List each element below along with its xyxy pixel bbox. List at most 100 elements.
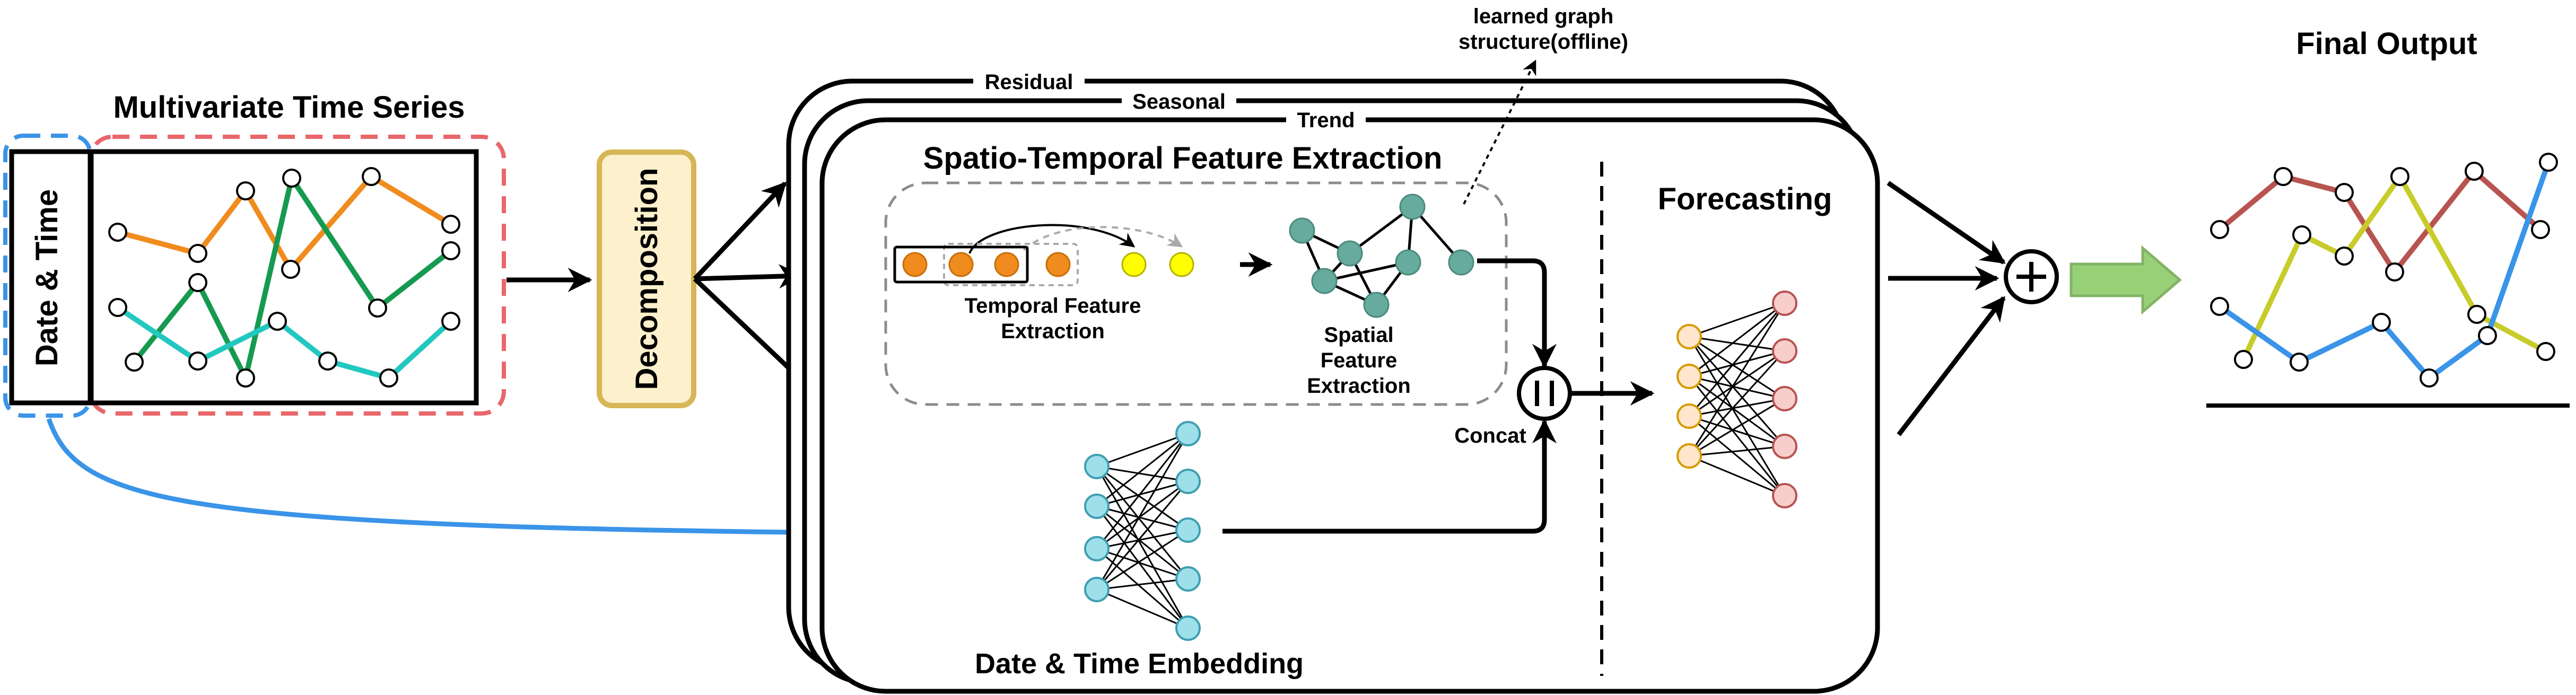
arrow-spatial-to-concat (1477, 258, 1557, 368)
temporal-label-line1: Temporal Feature (965, 294, 1141, 318)
arrow-embedding-to-concat (1222, 419, 1557, 534)
series-point (236, 181, 255, 200)
network-edge (1688, 303, 1786, 417)
series-point (108, 298, 127, 317)
embedding-node (1084, 577, 1110, 602)
network-edge (1096, 465, 1189, 482)
orange-series (117, 173, 452, 274)
temporal-node (1045, 252, 1071, 277)
network-edge (1096, 433, 1189, 507)
temporal-label-line2: Extraction (1001, 320, 1105, 343)
network-edge (1688, 336, 1786, 447)
network-edge (1096, 505, 1189, 531)
output-yellow-series (2241, 171, 2547, 361)
series-point (236, 368, 255, 388)
network-edge (1096, 578, 1189, 591)
output-point (2539, 153, 2558, 172)
network-edge (1689, 375, 1785, 400)
network-edge (1096, 433, 1189, 590)
decomposition-box (597, 149, 696, 408)
series-point (282, 169, 301, 188)
network-edge (1096, 506, 1189, 629)
series-point (318, 351, 337, 371)
network-edge (1096, 548, 1189, 580)
decomposition-block: Decomposition (597, 149, 696, 408)
spatial-label-line3: Extraction (1307, 374, 1411, 398)
network-edge (1689, 350, 1785, 377)
temporal-node (948, 252, 974, 277)
network-edge (1096, 480, 1189, 507)
network-edge (1096, 481, 1189, 590)
series-point (188, 351, 207, 371)
embedding-node (1084, 494, 1110, 519)
series-point (108, 223, 127, 242)
series-point (188, 273, 207, 292)
date-time-vertical-label: Date & Time (30, 189, 64, 366)
forecast-node (1772, 483, 1797, 508)
embedding-node (1175, 469, 1201, 494)
temporal-node (994, 252, 1019, 277)
forecast-node (1676, 324, 1702, 349)
output-point (2290, 353, 2309, 372)
temporal-arrow-dashed (1023, 226, 1183, 251)
network-edge (1096, 480, 1189, 550)
network-edge (1689, 455, 1785, 497)
concat-node: Concat (1454, 366, 1572, 447)
series-box (89, 149, 479, 406)
series-point (268, 312, 287, 331)
network-edge (1096, 433, 1189, 549)
graph-node (1395, 249, 1421, 276)
output-point (2335, 183, 2354, 202)
graph-node (1337, 240, 1363, 267)
temporal-output-node (1121, 252, 1147, 277)
network-edge (1689, 302, 1785, 338)
forecast-node (1772, 434, 1797, 459)
network-edge (1689, 415, 1785, 447)
embedding-node (1175, 517, 1201, 543)
series-point (441, 241, 460, 260)
output-point (2531, 220, 2550, 239)
network-edge (1689, 445, 1785, 457)
forecast-node (1772, 291, 1797, 316)
spatial-feature-extraction: Spatial Feature Extraction (1289, 193, 1474, 398)
spatio-temporal-title: Spatio-Temporal Feature Extraction (923, 141, 1443, 175)
output-point (2478, 326, 2497, 345)
spatial-label-line2: Feature (1321, 349, 1398, 372)
network-edge (1096, 505, 1189, 580)
forecast-node (1676, 443, 1702, 469)
decomposition-label: Decomposition (630, 168, 664, 390)
forecast-node (1676, 364, 1702, 389)
graph-node (1363, 292, 1390, 318)
graph-node (1448, 249, 1474, 276)
forecasting-title: Forecasting (1658, 182, 1832, 216)
series-point (362, 167, 381, 186)
forecast-node (1676, 403, 1702, 429)
series-point (281, 260, 300, 279)
output-red-series (2217, 167, 2543, 277)
output-point (2234, 350, 2253, 369)
output-blue-series (2218, 161, 2551, 382)
network-edge (1096, 465, 1189, 531)
network-edge (1096, 433, 1189, 468)
embedding-node (1084, 536, 1110, 561)
learned-graph-line2: structure(offline) (1459, 30, 1628, 54)
date-time-embedding-label: Date & Time Embedding (975, 648, 1304, 680)
network-edge (1689, 398, 1785, 457)
arrow-to-residual (693, 181, 787, 281)
embedding-node (1175, 566, 1201, 592)
residual-label: Residual (985, 71, 1073, 94)
title-multivariate-time-series: Multivariate Time Series (113, 90, 465, 125)
concat-label: Concat (1454, 424, 1526, 447)
input-section: Multivariate Time Series Date & Time (3, 90, 506, 418)
temporal-output-node (1169, 252, 1194, 277)
final-output-plot (2206, 153, 2570, 408)
series-point (188, 244, 207, 263)
series-points (108, 167, 460, 388)
cyan-series (116, 305, 453, 381)
network-edge (1689, 336, 1785, 400)
learned-graph-line1: learned graph (1473, 5, 1614, 28)
output-point (2420, 368, 2439, 388)
network-edge (1096, 466, 1189, 579)
series-point (441, 312, 460, 331)
output-point (2292, 225, 2311, 244)
